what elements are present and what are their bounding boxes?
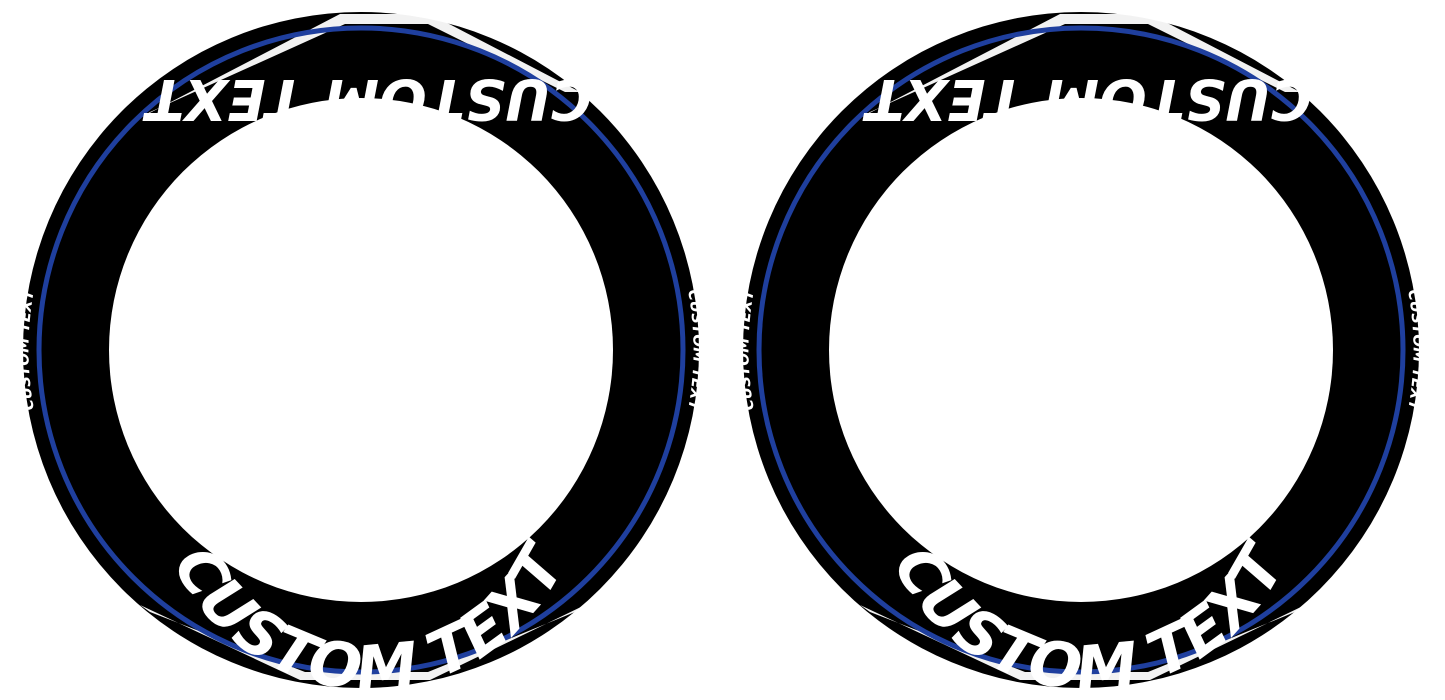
left-custom-text: CUSTOM TEXT	[14, 286, 38, 411]
tire-decal-right: CUSTOM TEXT CUSTOM TEXT CUSTOM TEXT CUST…	[734, 12, 1428, 700]
blue-stripe	[36, 25, 686, 675]
right-custom-text: CUSTOM TEXT	[1404, 288, 1428, 413]
rim-accent-top	[140, 14, 580, 118]
rim-center	[109, 98, 613, 602]
left-custom-text: CUSTOM TEXT	[734, 286, 758, 411]
top-custom-text-inverted: CUSTOM TEXT	[862, 66, 1312, 131]
rim-accent-top	[860, 14, 1300, 118]
right-custom-text: CUSTOM TEXT	[684, 288, 708, 413]
tire-decal-left: CUSTOM TEXT CUSTOM TEXT CUSTOM TEXT CUST…	[14, 12, 708, 700]
blue-stripe	[756, 25, 1406, 675]
top-custom-text-inverted: CUSTOM TEXT	[142, 66, 592, 131]
rim-center	[829, 98, 1333, 602]
